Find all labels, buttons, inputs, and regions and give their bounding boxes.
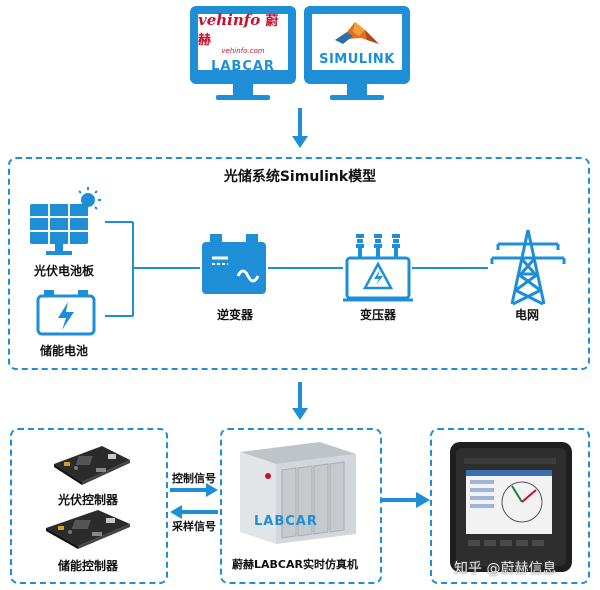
arrow-monitors-to-model — [292, 108, 308, 148]
labcar-logo-panel: vehinfo 蔚赫 vehinfo.com LABCAR — [198, 11, 288, 74]
arrow-model-to-bottom — [292, 382, 308, 420]
labcar-simulator-label: 蔚赫LABCAR实时仿真机 — [232, 558, 358, 571]
transformer-label: 变压器 — [360, 308, 397, 322]
zhihu-watermark: 知乎 @蔚赫信息 — [454, 561, 557, 577]
power-analyzer-device-icon — [450, 442, 572, 572]
inverter-icon — [202, 234, 266, 294]
labcar-case-brand: LABCAR — [254, 514, 318, 529]
labcar-monitor-base — [216, 95, 270, 100]
vehinfo-logo-sub: vehinfo.com — [221, 47, 265, 55]
storage-battery-label: 储能电池 — [40, 344, 89, 358]
matlab-membrane-icon — [335, 21, 379, 44]
pv-panel-label: 光伏电池板 — [34, 264, 95, 278]
pv-controller-board-icon — [54, 446, 130, 485]
pv-controller-label: 光伏控制器 — [58, 493, 119, 507]
control-signal-label: 控制信号 — [172, 472, 216, 485]
power-tower-icon — [490, 229, 566, 306]
labcar-monitor-label: LABCAR — [211, 59, 275, 74]
simulink-model-box — [8, 157, 590, 370]
analyzer-box — [430, 428, 590, 584]
solar-panel-icon — [30, 187, 101, 255]
model-box-title: 光储系统Simulink模型 — [223, 169, 377, 185]
labcar-monitor-screen: vehinfo 蔚赫 vehinfo.com LABCAR — [190, 6, 296, 84]
sampling-signal-label: 采样信号 — [172, 520, 216, 533]
simulink-monitor-screen: SIMULINK — [304, 6, 410, 84]
grid-label: 电网 — [515, 308, 540, 322]
storage-controller-label: 储能控制器 — [58, 559, 119, 573]
labcar-monitor-neck — [233, 84, 253, 96]
labcar-box — [220, 428, 382, 584]
transformer-icon — [343, 234, 413, 302]
labcar-rack-icon — [240, 442, 356, 544]
inverter-label: 逆变器 — [217, 308, 254, 322]
simulink-monitor-label: SIMULINK — [319, 51, 395, 67]
vehinfo-logo-text: vehinfo — [198, 11, 261, 29]
battery-bolt-icon — [36, 290, 96, 336]
simulink-monitor-base — [330, 95, 384, 100]
storage-controller-board-icon — [46, 510, 130, 549]
controllers-box — [10, 428, 168, 584]
simulink-monitor-neck — [347, 84, 367, 96]
simulink-logo-panel: SIMULINK — [312, 14, 402, 70]
vehinfo-logo-cn: 蔚赫 — [198, 14, 279, 48]
